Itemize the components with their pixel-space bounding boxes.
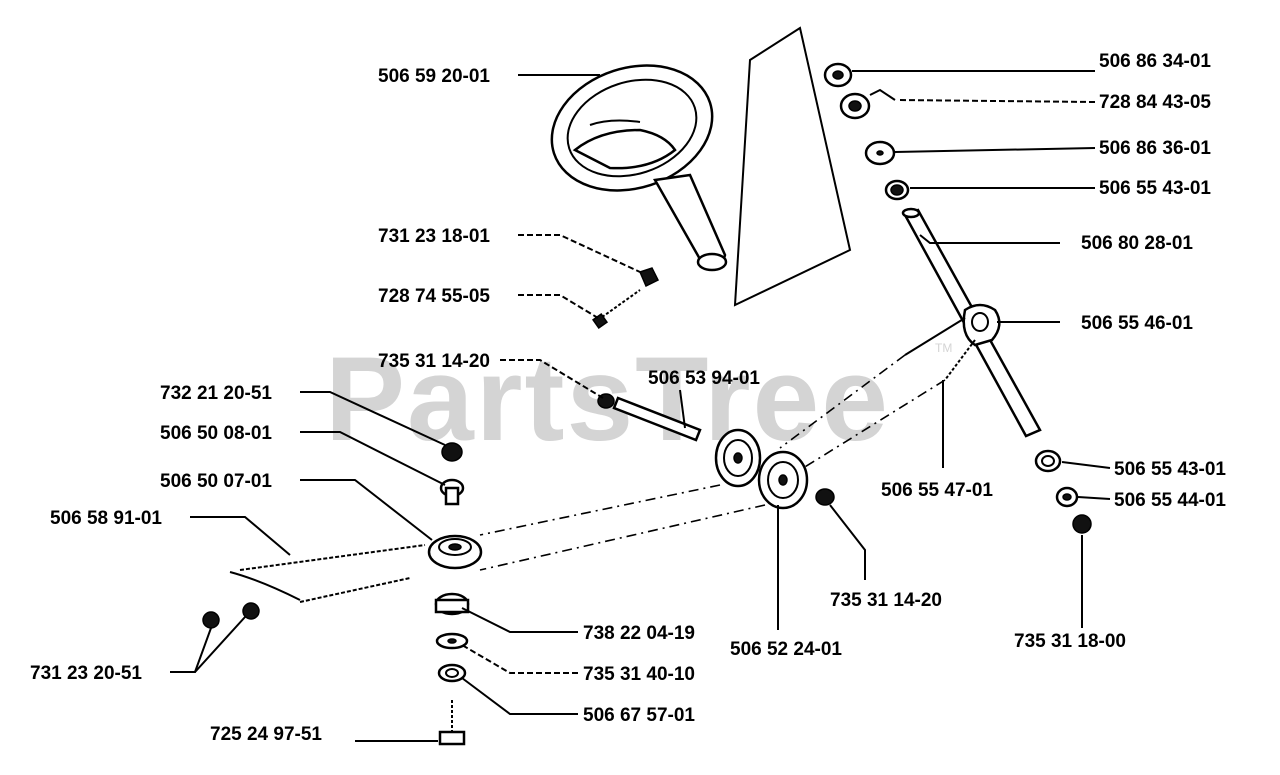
steering-wheel: [550, 64, 728, 272]
label-nut-lower: 735 31 14-20: [830, 590, 942, 611]
label-nut-upper: 735 31 14-20: [378, 351, 490, 372]
left-nut-part: [441, 442, 463, 462]
label-bushing-1: 506 50 08-01: [160, 423, 272, 444]
cable-part: [229, 544, 426, 603]
label-column: 506 80 28-01: [1081, 233, 1193, 254]
label-pulley: 506 52 24-01: [730, 639, 842, 660]
label-axle: 506 53 94-01: [648, 368, 760, 389]
washer-506-part: [437, 663, 467, 683]
label-bushing-2: 506 50 07-01: [160, 471, 272, 492]
label-cable: 506 58 91-01: [50, 508, 162, 529]
label-screws-bottom: 731 23 20-51: [30, 663, 142, 684]
label-washer-735: 735 31 40-10: [583, 664, 695, 685]
lower-nut-part: [815, 488, 835, 506]
pulley-part: [714, 428, 809, 510]
left-pulley-part: [427, 534, 483, 570]
washer-735-part: [435, 632, 469, 650]
bottom-washer-part: [1055, 486, 1079, 508]
top-bushing-part: [884, 179, 910, 201]
label-cap-pin: 728 84 43-05: [1099, 92, 1211, 113]
top-cap-part: [823, 62, 853, 88]
label-nut-738: 738 22 04-19: [583, 623, 695, 644]
label-spring: 506 55 47-01: [881, 480, 993, 501]
bracket-part: [962, 303, 1001, 347]
label-washer-506: 506 67 57-01: [583, 705, 695, 726]
top-washer-part: [864, 140, 896, 166]
left-bushing-part: [439, 478, 465, 506]
bottom-bushing-part: [1034, 449, 1062, 473]
screw-top-part: [638, 267, 660, 288]
axle-part: [597, 393, 702, 442]
label-bolt-top: 728 74 55-05: [378, 286, 490, 307]
label-steering-wheel: 506 59 20-01: [378, 66, 490, 87]
label-bracket: 506 55 46-01: [1081, 313, 1193, 334]
drive-cables: [779, 317, 976, 471]
label-bushing-bottom: 506 55 43-01: [1114, 459, 1226, 480]
label-nut-left: 732 21 20-51: [160, 383, 272, 404]
watermark-tm: TM: [935, 341, 952, 355]
label-washer-top: 506 86 36-01: [1099, 138, 1211, 159]
label-bolt-bottom: 725 24 97-51: [210, 724, 322, 745]
label-bushing-top: 506 55 43-01: [1099, 178, 1211, 199]
cap-pin-part: [839, 88, 896, 120]
label-cap-top: 506 86 34-01: [1099, 51, 1211, 72]
label-washer-bottom: 506 55 44-01: [1114, 490, 1226, 511]
label-screw-top: 731 23 18-01: [378, 226, 490, 247]
leader-lines: [170, 70, 1111, 742]
label-nut-bottom: 735 31 18-00: [1014, 631, 1126, 652]
bottom-nut-part: [1072, 514, 1092, 534]
belt-lines: [479, 484, 766, 571]
steering-wheel-inset: [733, 26, 852, 307]
bottom-left-screws: [202, 602, 260, 629]
nut-738-part: [434, 592, 470, 616]
bottom-bolt-part: [438, 700, 466, 746]
bolt-top-part: [591, 289, 641, 330]
